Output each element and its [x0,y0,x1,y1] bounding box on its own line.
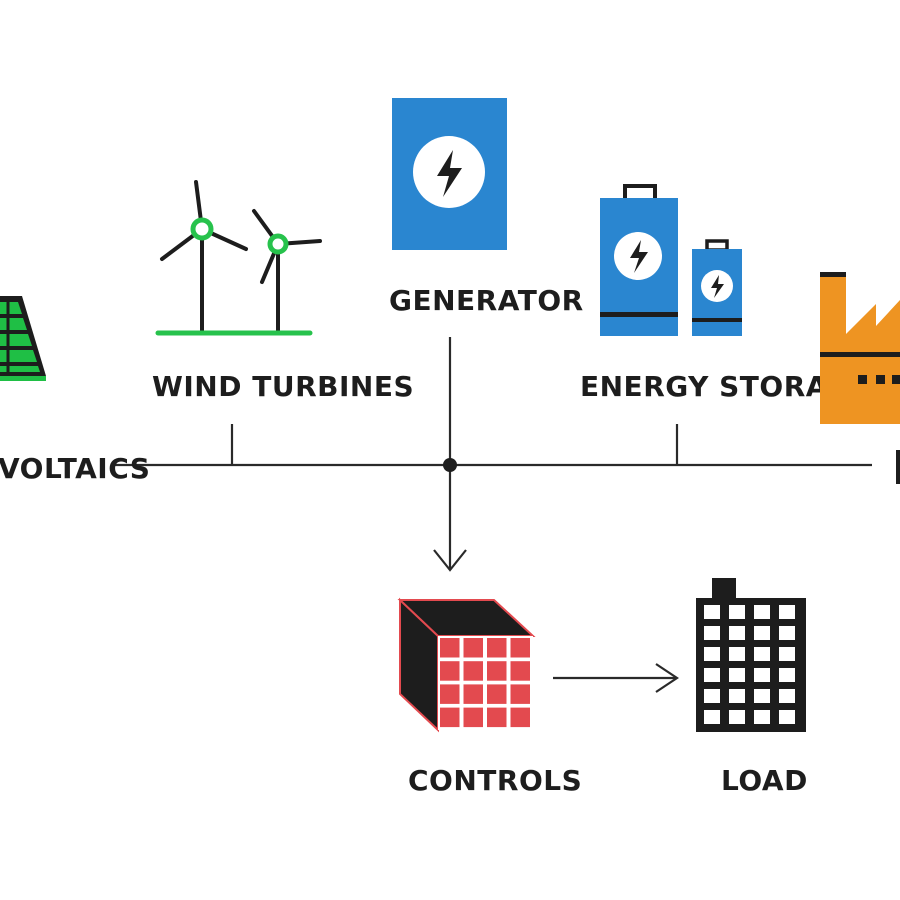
photovoltaics-label: VOLTAICS [0,452,150,485]
cube-cell [463,684,483,704]
lightning-bolt-icon [437,150,462,197]
building-window [754,626,770,640]
building-window [779,626,795,640]
building-window [754,647,770,661]
building-window [729,626,745,640]
cube-cell [487,638,507,658]
building-window [729,689,745,703]
cube-cell [440,661,460,681]
bus-junction-dot [443,458,457,472]
building-window [779,647,795,661]
wind-turbines-label: WIND TURBINES [152,370,414,403]
building-window [704,689,720,703]
right-arrowhead [655,663,679,693]
cube-cell [487,661,507,681]
controls-label: CONTROLS [408,764,582,797]
generator-icon [392,98,507,250]
cube-cell [440,638,460,658]
generator-label: GENERATOR [389,284,584,317]
building-window [704,605,720,619]
cube-cell [510,684,530,704]
building-icon [696,578,806,732]
building-window [729,710,745,724]
connectors [112,337,872,693]
down-arrowhead [433,549,467,572]
building-window [729,647,745,661]
building-window [779,605,795,619]
building-window [754,689,770,703]
building-window [729,605,745,619]
building-window [729,668,745,682]
building-window [779,668,795,682]
cube-cell [487,707,507,728]
cube-cell [510,707,530,728]
lightning-bolt-icon [711,275,724,298]
battery-icon [600,184,742,336]
solar-panel-icon [0,296,46,381]
cube-cell [463,638,483,658]
cube-cell [463,707,483,728]
factory-icon [820,272,900,424]
building-window [704,710,720,724]
building-window [754,605,770,619]
building-window [704,626,720,640]
cube-cell [440,684,460,704]
cube-cell [463,661,483,681]
factory-label-fragment [896,450,900,484]
cube-cell [440,707,460,728]
building-window [754,710,770,724]
building-window [779,710,795,724]
cube-cell [510,638,530,658]
cube-cell [510,661,530,681]
cube-cell [487,684,507,704]
building-window [704,647,720,661]
load-label: LOAD [721,764,808,797]
controls-cube-icon [397,597,536,733]
building-window [779,689,795,703]
wind-turbine-icon [155,180,322,336]
building-window [754,668,770,682]
lightning-bolt-icon [630,240,648,273]
building-window [704,668,720,682]
